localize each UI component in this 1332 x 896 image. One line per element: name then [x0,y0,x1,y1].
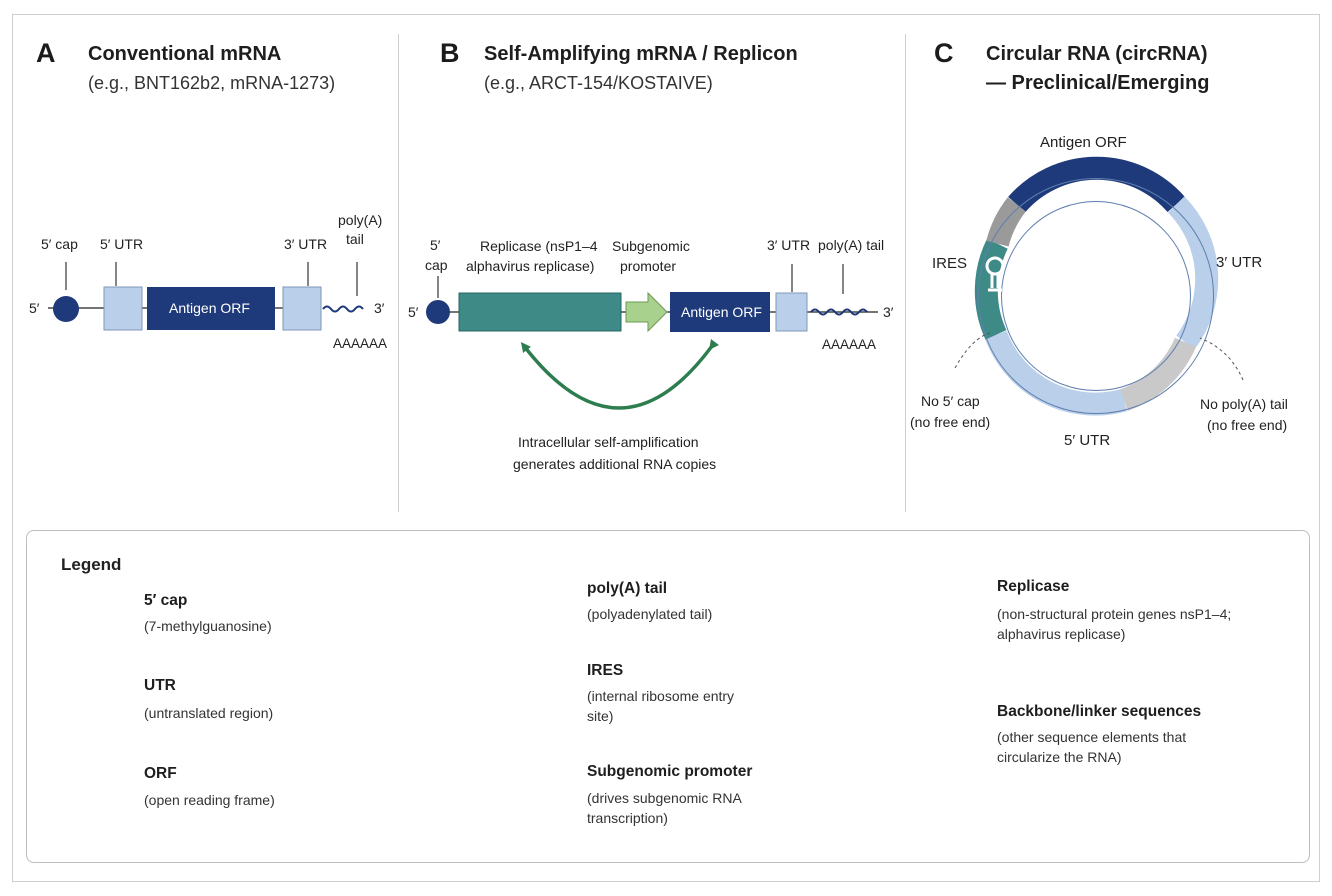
legend-orf-desc: (open reading frame) [144,792,275,808]
legend-cap-desc: (7-methylguanosine) [144,618,272,634]
panel-b-amplification-label-2: generates additional RNA copies [513,456,717,472]
panel-c-ires-label: IRES [932,255,968,272]
panel-b-title: Self-Amplifying mRNA / Replicon [484,43,798,65]
panel-c-subtitle: — Preclinical/Emerging [986,72,1210,94]
panel-c-utr5-arc [985,330,1127,416]
panel-a-orf-text: Antigen ORF [169,300,250,316]
panel-a-polya-label-1: poly(A) [338,212,383,228]
legend-promoter-desc: (drives subgenomic RNA transcription) [587,790,742,826]
panel-b-orf-text: Antigen ORF [681,304,762,320]
legend-polya-name: poly(A) tail [587,580,668,597]
panel-a-utr3 [282,286,322,331]
legend-backbone-desc: (other sequence elements that circulariz… [997,729,1187,765]
panel-b-amplification-arrow [520,339,719,410]
legend-replicase-name: Replicase [997,578,1070,595]
panel-b-cap-label-2: cap [425,257,448,273]
panel-c-nocap-2: (no free end) [910,414,991,430]
panel-c-nocap-1: No 5′ cap [921,393,980,409]
legend-utr-name: UTR [144,677,176,694]
panel-b-replicase-label-2: alphavirus replicase) [466,258,595,274]
panel-a-three-prime: 3′ [374,300,385,316]
panel-b-cap [426,300,450,324]
panel-c-utr3-label: 3′ UTR [1216,254,1263,271]
legend-ires-desc: (internal ribosome entry site) [587,688,735,724]
panel-b-amplification-label-1: Intracellular self-amplification [518,434,699,450]
panel-a-cap-label: 5′ cap [41,236,78,252]
panel-b-promoter [625,291,668,333]
legend-box [26,530,1310,863]
legend-title: Legend [61,555,122,574]
panel-c-circle [974,156,1219,416]
panel-b-replicase-label-1: Replicase (nsP1–4 [480,238,598,254]
panel-c-backbone-arc [1119,337,1197,412]
panel-a-construct [48,262,364,331]
panel-c-utr3-arc [1167,196,1219,350]
panel-b-replicase [458,292,622,332]
legend-replicase-desc: (non-structural protein genes nsP1–4; al… [997,606,1232,642]
legend-orf-name: ORF [144,765,177,782]
panel-a-five-prime: 5′ [29,300,40,316]
panel-b-cap-label-1: 5′ [430,237,441,253]
panel-divider-bc [905,34,906,512]
panel-b-promoter-label-1: Subgenomic [612,238,690,254]
panel-c-orf-arc [1008,156,1185,213]
panel-b-polya-wave [810,308,868,316]
panel-a-polya-label-2: tail [346,231,364,247]
panel-b-polya-seq: AAAAAA [822,337,877,352]
panel-b-five-prime: 5′ [408,304,419,320]
legend-backbone-name: Backbone/linker sequences [997,703,1202,720]
panel-b-polya-label: poly(A) tail [818,237,885,253]
panel-divider-ab [398,34,399,512]
panel-b-construct [426,264,878,410]
panel-a-utr3-label: 3′ UTR [284,236,328,252]
panel-a-subtitle: (e.g., BNT162b2, mRNA-1273) [88,73,336,93]
panel-a-utr5-label: 5′ UTR [100,236,144,252]
panel-a-letter: A [36,38,56,68]
legend-ires-name: IRES [587,662,624,679]
panel-b-orf [670,292,770,332]
panel-c-title: Circular RNA (circRNA) [986,43,1208,65]
panel-a-orf [147,287,275,330]
panel-a-title: Conventional mRNA [88,43,282,65]
legend-polya-desc: (polyadenylated tail) [587,606,713,622]
panel-a-polya-seq: AAAAAA [333,336,388,351]
panel-b-promoter-label-2: promoter [620,258,677,274]
panel-c-ires-arc [974,238,1008,340]
panel-c-orf-label: Antigen ORF [1040,134,1127,151]
panel-c-nopolya-1: No poly(A) tail [1200,396,1288,412]
legend-promoter-name: Subgenomic promoter [587,763,753,780]
panel-c-nopolya-2: (no free end) [1207,417,1288,433]
panel-c-letter: C [934,38,954,68]
panel-b-letter: B [440,38,460,68]
panel-a-cap [53,296,79,322]
legend-utr-desc: (untranslated region) [144,705,274,721]
panel-b-utr3-label: 3′ UTR [767,237,811,253]
legend-cap-name: 5′ cap [144,592,188,609]
panel-a-polya-wave [322,305,364,313]
panel-b-subtitle: (e.g., ARCT-154/KOSTAIVE) [484,73,713,93]
panel-c-ires-glyph [985,256,1005,292]
panel-b-three-prime: 3′ [883,304,894,320]
panel-c-linker-arc [986,197,1027,247]
panel-a-utr5 [103,286,143,331]
panel-c-utr5-label: 5′ UTR [1064,432,1111,449]
panel-b-utr3 [775,292,808,332]
